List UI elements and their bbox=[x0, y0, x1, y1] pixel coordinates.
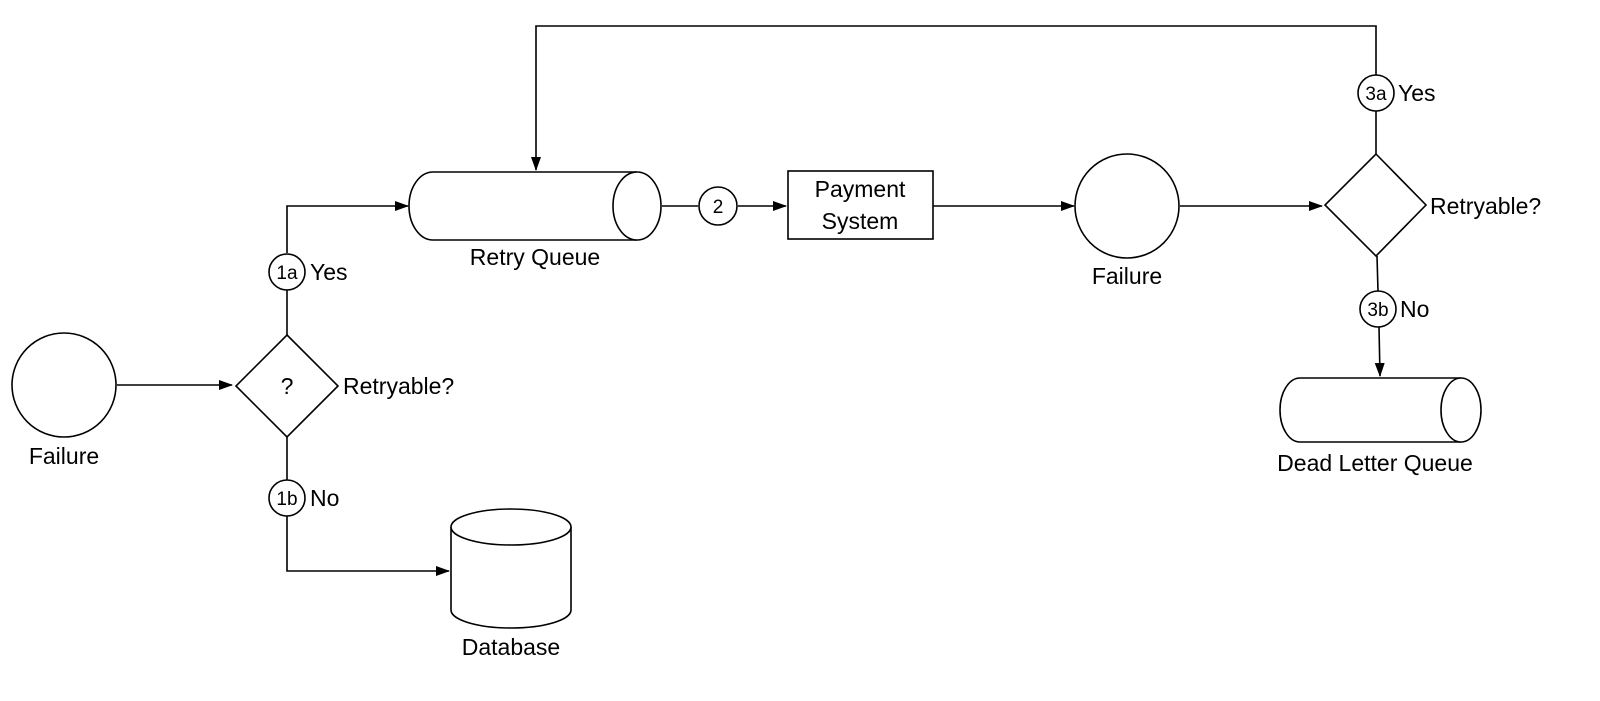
failure-second-node: Failure bbox=[1074, 153, 1180, 289]
step-3a-circle bbox=[1357, 74, 1395, 112]
decision-2-node: Retryable? bbox=[1323, 152, 1541, 258]
step-1a-circle bbox=[268, 253, 306, 291]
decision-1-diamond bbox=[234, 333, 340, 439]
step-2-tag: 2 bbox=[713, 197, 724, 218]
dead-letter-queue-cap bbox=[1440, 377, 1482, 443]
step-1b: 1b No bbox=[268, 479, 339, 517]
edge-decision2-no-upper bbox=[1376, 255, 1379, 292]
step-3b: 3b No bbox=[1359, 290, 1429, 328]
step-1a-tag: 1a bbox=[276, 263, 298, 284]
decision-2-label: Retryable? bbox=[1430, 193, 1541, 219]
dead-letter-queue-node: Dead Letter Queue bbox=[1277, 377, 1482, 476]
step-3b-circle bbox=[1359, 290, 1397, 328]
step-1b-circle bbox=[268, 479, 306, 517]
retry-queue-body bbox=[408, 171, 637, 241]
step-3a-label: Yes bbox=[1398, 80, 1436, 106]
database-body bbox=[450, 527, 572, 629]
failure-second-label: Failure bbox=[1092, 263, 1162, 289]
database-node: Database bbox=[450, 508, 572, 660]
payment-system-line2: System bbox=[822, 208, 899, 234]
step-2: 2 bbox=[698, 186, 738, 226]
edge-decision1-yes-upper bbox=[286, 201, 409, 253]
step-1b-tag: 1b bbox=[276, 489, 297, 510]
step-1a: 1a Yes bbox=[268, 253, 348, 291]
dead-letter-queue-body bbox=[1279, 377, 1461, 443]
step-3a-tag: 3a bbox=[1365, 84, 1387, 105]
edge-decision2-yes-loop-to-retry-queue bbox=[531, 25, 1377, 171]
edge-decision2-no-to-dlq bbox=[1374, 326, 1385, 377]
step-3b-tag: 3b bbox=[1367, 300, 1388, 321]
payment-system-box bbox=[787, 170, 934, 240]
step-1a-label: Yes bbox=[310, 259, 348, 285]
edge-decision1-no-to-database bbox=[286, 516, 450, 576]
failure-start-node: Failure bbox=[11, 332, 117, 469]
failure-start-circle bbox=[11, 332, 117, 438]
retry-queue-cap bbox=[612, 171, 662, 241]
decision-2-diamond bbox=[1323, 152, 1428, 258]
step-3a: 3a Yes bbox=[1357, 74, 1436, 112]
connectors bbox=[117, 25, 1385, 576]
retry-queue-label: Retry Queue bbox=[470, 244, 600, 270]
database-label: Database bbox=[462, 634, 560, 660]
decision-1-symbol: ? bbox=[281, 373, 294, 399]
step-2-circle bbox=[698, 186, 738, 226]
decision-1-label: Retryable? bbox=[343, 373, 454, 399]
payment-system-node: Payment System bbox=[787, 170, 934, 240]
failure-second-circle bbox=[1074, 153, 1180, 259]
failure-start-label: Failure bbox=[29, 443, 99, 469]
decision-1-node: ? Retryable? bbox=[234, 333, 454, 439]
retry-queue-node: Retry Queue bbox=[408, 171, 662, 270]
step-3b-label: No bbox=[1400, 296, 1429, 322]
database-top bbox=[450, 508, 572, 546]
dead-letter-queue-label: Dead Letter Queue bbox=[1277, 450, 1473, 476]
step-1b-label: No bbox=[310, 485, 339, 511]
payment-system-line1: Payment bbox=[815, 176, 906, 202]
